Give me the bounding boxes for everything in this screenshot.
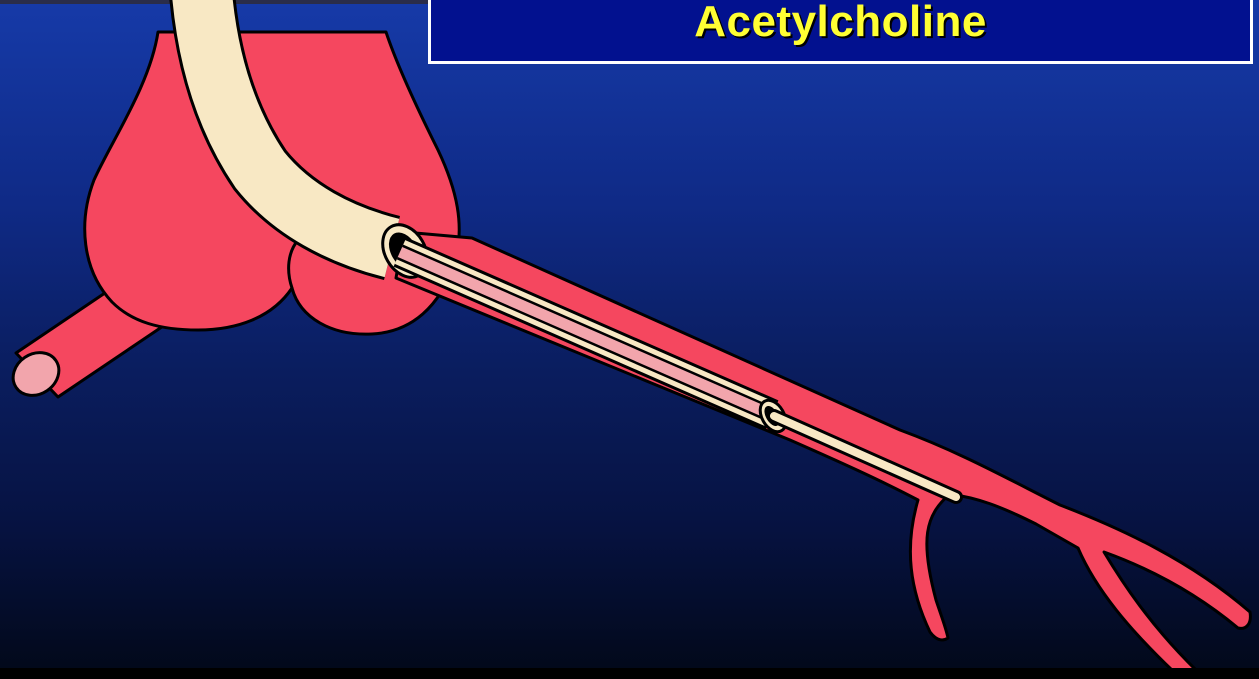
bottom-edge-strip — [0, 668, 1259, 679]
inner-catheter — [400, 252, 791, 436]
